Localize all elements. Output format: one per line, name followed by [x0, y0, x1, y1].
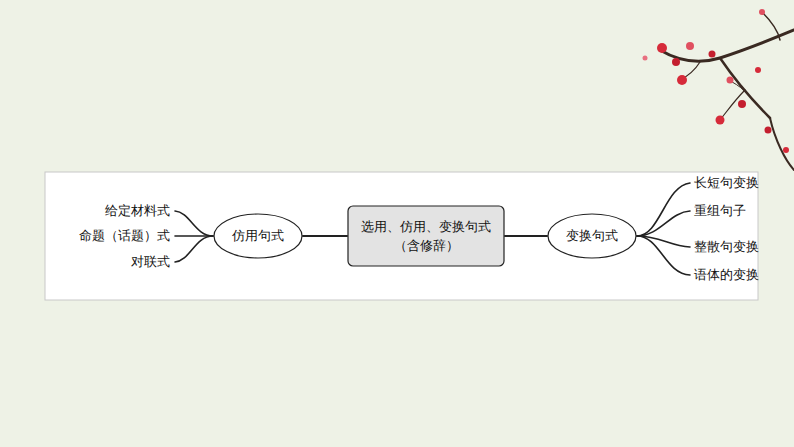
branch-label: 重组句子 [694, 203, 746, 219]
node-text: 选用、仿用、变换句式 （含修辞） [355, 217, 497, 256]
branch-label: 语体的变换 [694, 267, 759, 283]
branch-label: 长短句变换 [694, 175, 759, 191]
white-panel [45, 172, 758, 300]
branch-label: 给定材料式 [105, 203, 170, 219]
plum-branch [660, 12, 794, 170]
category-ellipse: 变换句式 [547, 213, 637, 259]
branch-label: 整散句变换 [694, 239, 759, 255]
branch-label: 对联式 [131, 254, 170, 270]
bracket-curves [175, 183, 690, 275]
branch-label: 命题（话题）式 [79, 228, 170, 244]
category-ellipse: 仿用句式 [213, 213, 303, 259]
connector [505, 235, 547, 237]
node-text: 仿用句式 [232, 226, 284, 246]
node-text: 变换句式 [566, 226, 618, 246]
topic-box: 选用、仿用、变换句式 （含修辞） [347, 205, 505, 267]
plum-blossoms [643, 9, 790, 153]
connector [303, 235, 347, 237]
box-outline [347, 205, 505, 267]
